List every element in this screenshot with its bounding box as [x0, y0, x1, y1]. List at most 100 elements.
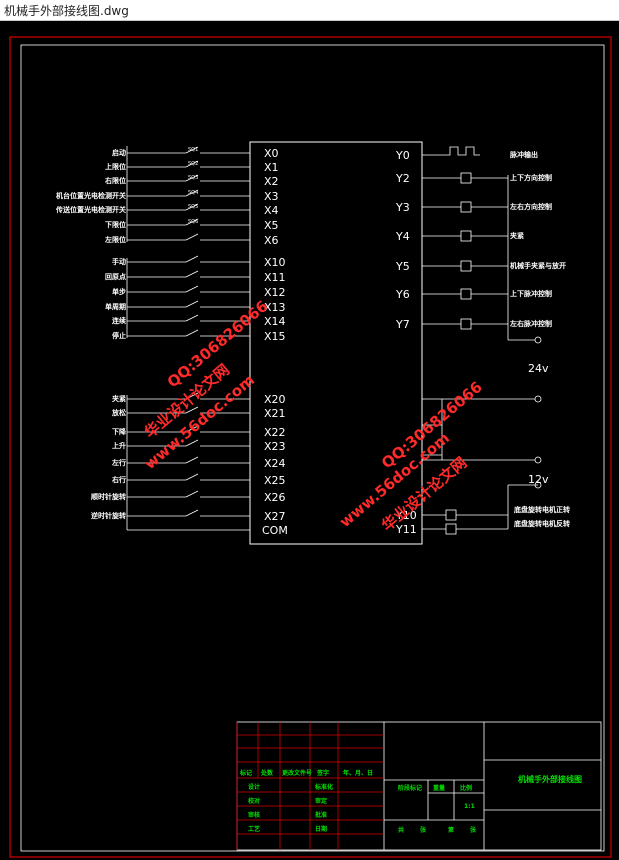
input-label: 右限位 — [104, 176, 126, 185]
input-pin: X22 — [264, 426, 286, 439]
input-pin: X4 — [264, 204, 279, 217]
watermark-right: www.56doc.com 华业设计论文网 QQ:306826066 — [336, 378, 486, 535]
com-pin-label: COM — [262, 524, 288, 537]
input-row-x23: 上升 X23 — [112, 439, 286, 453]
input-pin: X15 — [264, 330, 286, 343]
output-label: 底盘旋转电机反转 — [514, 519, 570, 528]
input-pin: X0 — [264, 147, 279, 160]
output-pin: Y6 — [395, 288, 410, 301]
input-pin: X11 — [264, 271, 286, 284]
input-pin: X25 — [264, 474, 286, 487]
output-label: 夹紧 — [510, 231, 524, 240]
input-label: 机台位置光电检测开关 — [56, 191, 126, 200]
input-label: 连续 — [112, 316, 126, 325]
tb-col-label-1: 处数 — [260, 769, 274, 777]
tb-scale-value: 1:1 — [464, 803, 475, 810]
input-label: 左限位 — [104, 235, 126, 244]
output-label: 脉冲输出 — [509, 150, 538, 159]
input-label: 上限位 — [105, 162, 126, 171]
input-label: 停止 — [112, 331, 126, 340]
tb-bottom-3: 张 — [470, 826, 477, 834]
input-label: 下降 — [112, 427, 127, 436]
switch-code: SQ6 — [188, 219, 198, 225]
window-titlebar: 机械手外部接线图.dwg — [0, 0, 619, 21]
tb-role2-1: 审定 — [315, 797, 327, 805]
title-block — [236, 721, 602, 851]
input-pin: X3 — [264, 190, 279, 203]
outer-frame — [9, 36, 612, 858]
output-label: 上下脉冲控制 — [510, 289, 552, 298]
tb-role-3: 工艺 — [248, 825, 260, 833]
output-label: 上下方向控制 — [510, 173, 552, 182]
input-label: 单周期 — [105, 302, 126, 311]
tb-bottom-1: 张 — [420, 826, 427, 834]
input-pin: X14 — [264, 315, 286, 328]
tb-drawing-name: 机械手外部接线图 — [518, 774, 582, 784]
output-pin: Y10 — [395, 509, 417, 522]
output-pin: Y0 — [395, 149, 410, 162]
output-label: 底盘旋转电机正转 — [514, 505, 570, 514]
switch-code: SQ1 — [188, 147, 198, 153]
input-row-x3: SQ4 机台位置光电检测开关 X3 — [56, 189, 279, 203]
output-row-y10: Y10 底盘旋转电机正转 — [395, 505, 570, 522]
tb-col-label-3: 签字 — [316, 769, 329, 777]
switch-code: SQ3 — [188, 175, 198, 181]
input-row-x6: 左限位 X6 — [104, 233, 279, 247]
output-row-y0: Y0 脉冲输出 — [395, 146, 538, 162]
input-row-x24: 左行 X24 — [111, 456, 286, 470]
output-pin: Y7 — [395, 318, 410, 331]
tb-stage-label: 阶段标记 — [398, 784, 422, 792]
voltage-24v-label: 24v — [528, 362, 549, 375]
input-label: 左行 — [111, 458, 126, 467]
window-title: 机械手外部接线图.dwg — [4, 4, 129, 18]
tb-bottom-0: 共 — [398, 826, 404, 834]
input-label: 传送位置光电检测开关 — [55, 205, 126, 214]
output-pin: Y2 — [395, 172, 410, 185]
plc-box — [249, 141, 423, 545]
tb-col-label-2: 更改文件号 — [282, 769, 312, 777]
input-label: 上升 — [112, 441, 126, 450]
tb-role2-3: 日期 — [315, 825, 327, 833]
input-label: 单步 — [112, 287, 126, 296]
title-block-grid — [237, 722, 384, 850]
input-row-x26: 顺时针旋转 X26 — [91, 490, 286, 504]
input-label: 手动 — [112, 257, 126, 266]
tb-role-1: 校对 — [248, 797, 260, 805]
input-pin: X13 — [264, 301, 286, 314]
switch-code: SQ5 — [188, 204, 198, 210]
tb-role-2: 审核 — [248, 811, 260, 819]
input-label: 启动 — [112, 148, 126, 157]
input-pin: X23 — [264, 440, 286, 453]
input-pin: X6 — [264, 234, 279, 247]
input-label: 右行 — [111, 475, 126, 484]
input-row-x25: 右行 X25 — [111, 473, 286, 487]
input-label: 放松 — [111, 408, 126, 417]
input-row-x0: SQ1 启动 X0 — [112, 146, 279, 160]
input-label: 顺时针旋转 — [91, 492, 126, 501]
input-row-x22: 下降 X22 — [112, 425, 286, 439]
output-label: 左右脉冲控制 — [509, 319, 552, 328]
output-row-y2: Y2 上下方向控制 — [395, 172, 552, 185]
input-label: 回原点 — [105, 272, 126, 281]
input-pin: X12 — [264, 286, 286, 299]
switch-code: SQ4 — [188, 190, 198, 196]
input-pin: X26 — [264, 491, 286, 504]
output-pin: Y3 — [395, 201, 410, 214]
input-pin: X24 — [264, 457, 286, 470]
tb-bottom-2: 第 — [447, 826, 454, 834]
input-label: 夹紧 — [112, 394, 126, 403]
input-row-x12: 单步 X12 — [112, 285, 286, 299]
